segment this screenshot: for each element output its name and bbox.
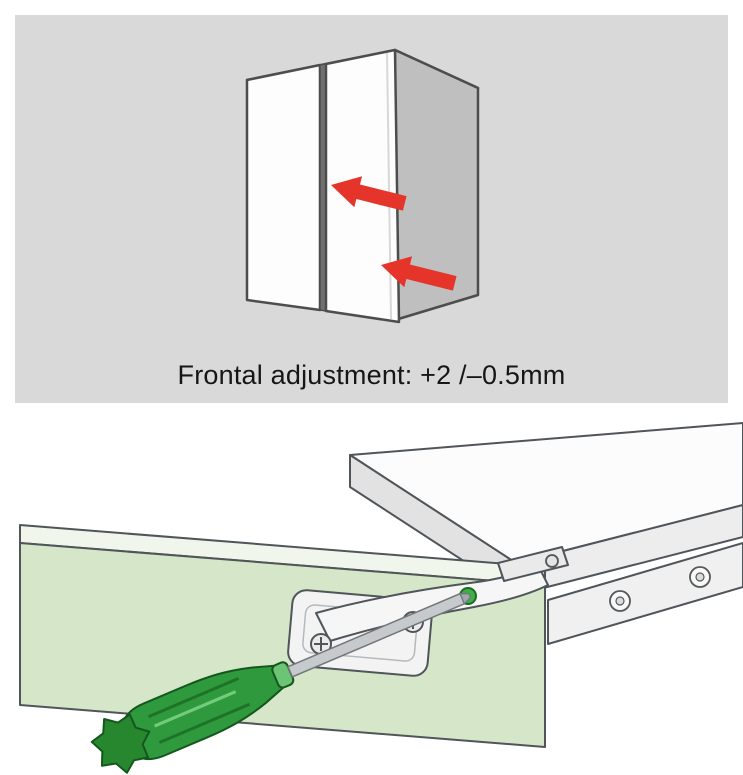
frontal-arrow-lower-icon	[381, 256, 457, 291]
cabinet-top-board	[349, 422, 743, 596]
handle-ridges	[147, 677, 251, 744]
right-door-edge-highlight	[386, 52, 392, 320]
cabinet-left-door	[245, 63, 322, 312]
screwdriver-tip	[459, 593, 472, 605]
frontal-adjustment-caption: Frontal adjustment: +2 /–0.5mm	[177, 360, 566, 390]
hinge-adjustment-illustration	[19, 422, 743, 774]
hinge-adjustment-step	[0, 415, 743, 775]
screwdriver	[90, 592, 472, 774]
screwdriver-handle-endcap-icon	[90, 713, 151, 774]
bottom-shelf-front-edge	[547, 542, 743, 645]
frontal-arrow-upper-icon	[331, 176, 407, 211]
frontal-adjustment-step: Frontal adjustment: +2 /–0.5mm	[15, 15, 728, 403]
hinge-link-screw-icon	[545, 554, 559, 568]
handle-highlight	[154, 690, 237, 728]
cabinet-illustration	[245, 48, 480, 324]
hinge-plate-screw-left-icon	[310, 633, 332, 655]
cam-fitting-1-center-icon	[615, 596, 625, 606]
frontal-adjustment-arrows	[331, 176, 457, 291]
cam-fitting-2-center-icon	[695, 572, 705, 582]
